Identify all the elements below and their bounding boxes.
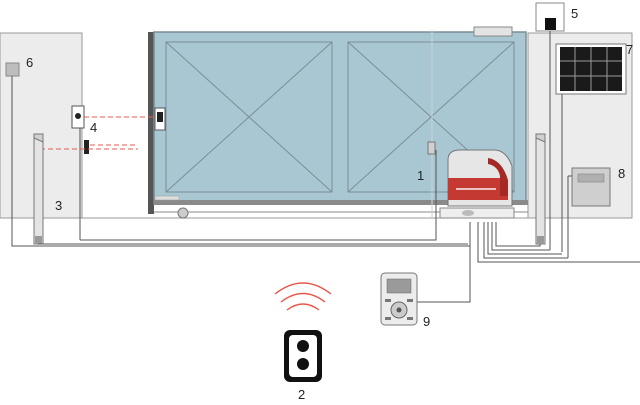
radio-waves-icon — [274, 282, 332, 311]
photocell-left — [71, 105, 89, 240]
photocell-reflector — [154, 107, 166, 131]
solar-cell-grid-icon — [560, 47, 622, 91]
remote-control — [284, 330, 322, 382]
wiring — [11, 150, 640, 303]
callout-key-selector: 6 — [26, 55, 33, 70]
callout-remote: 2 — [298, 387, 305, 402]
column-right — [535, 133, 546, 245]
key-selector — [5, 62, 20, 242]
gate-motor — [439, 149, 515, 219]
column-left — [33, 133, 44, 245]
callout-column: 3 — [55, 198, 62, 213]
wireless-keypad — [380, 272, 418, 326]
flashing-lamp — [535, 2, 565, 250]
callout-photocells: 4 — [90, 120, 97, 135]
gate-post — [148, 32, 154, 214]
photocell-gate-small — [427, 141, 436, 155]
callout-battery-box: 8 — [618, 166, 625, 181]
battery-box — [567, 167, 611, 258]
top-guide — [473, 26, 513, 37]
solar-panel — [555, 43, 627, 252]
callout-lamp: 5 — [571, 6, 578, 21]
callout-keypad: 9 — [423, 314, 430, 329]
callout-motor: 1 — [417, 168, 424, 183]
callout-solar-panel: 7 — [626, 42, 633, 57]
